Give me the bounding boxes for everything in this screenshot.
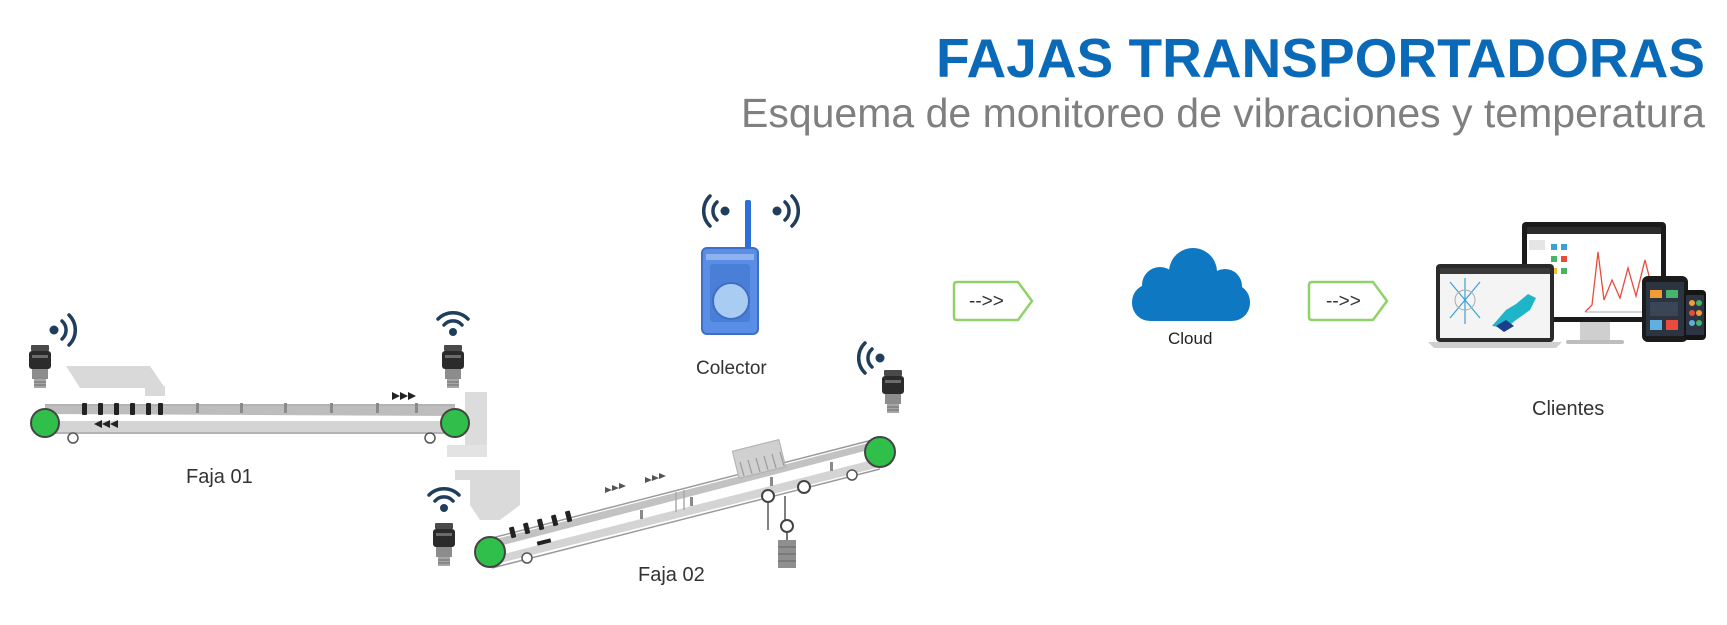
vibration-sensor-icon [881,369,905,414]
pulley [864,436,896,468]
discharge-chute [465,392,487,448]
wireless-collector-icon [701,200,759,335]
arrow-label: -->> [969,291,1004,312]
belt-02 [455,436,896,569]
cloud-label: Cloud [1168,329,1213,348]
belt-02-label: Faja 02 [638,564,705,586]
belt-01 [30,366,487,457]
pulley [30,408,60,438]
arrow-label: -->> [1326,291,1361,312]
page-subtitle: Esquema de monitoreo de vibraciones y te… [740,90,1705,136]
arrow-tag-2: -->> [1307,280,1389,322]
belt-01-label: Faja 01 [186,466,253,488]
clients-label: Clientes [1532,398,1605,420]
page-title: FAJAS TRANSPORTADORAS [935,27,1705,89]
pulley [474,536,506,568]
wifi-signal-icon [47,313,78,347]
wifi-signal-icon [770,194,801,228]
collector-label: Colector [696,358,767,379]
vibration-sensor-icon [432,522,456,567]
vibration-sensor-icon [28,344,52,389]
arrow-tag-1: -->> [952,280,1034,322]
cloud-icon [1132,248,1250,321]
devices-icon [1428,222,1706,348]
wifi-signal-icon [701,194,732,228]
hopper-shape [455,470,520,520]
hopper-shape [66,366,165,388]
vibration-sensor-icon [441,344,465,389]
wifi-signal-icon [427,486,461,514]
wifi-signal-icon [436,310,470,338]
pulley [440,408,470,438]
wifi-signal-icon [856,341,887,375]
